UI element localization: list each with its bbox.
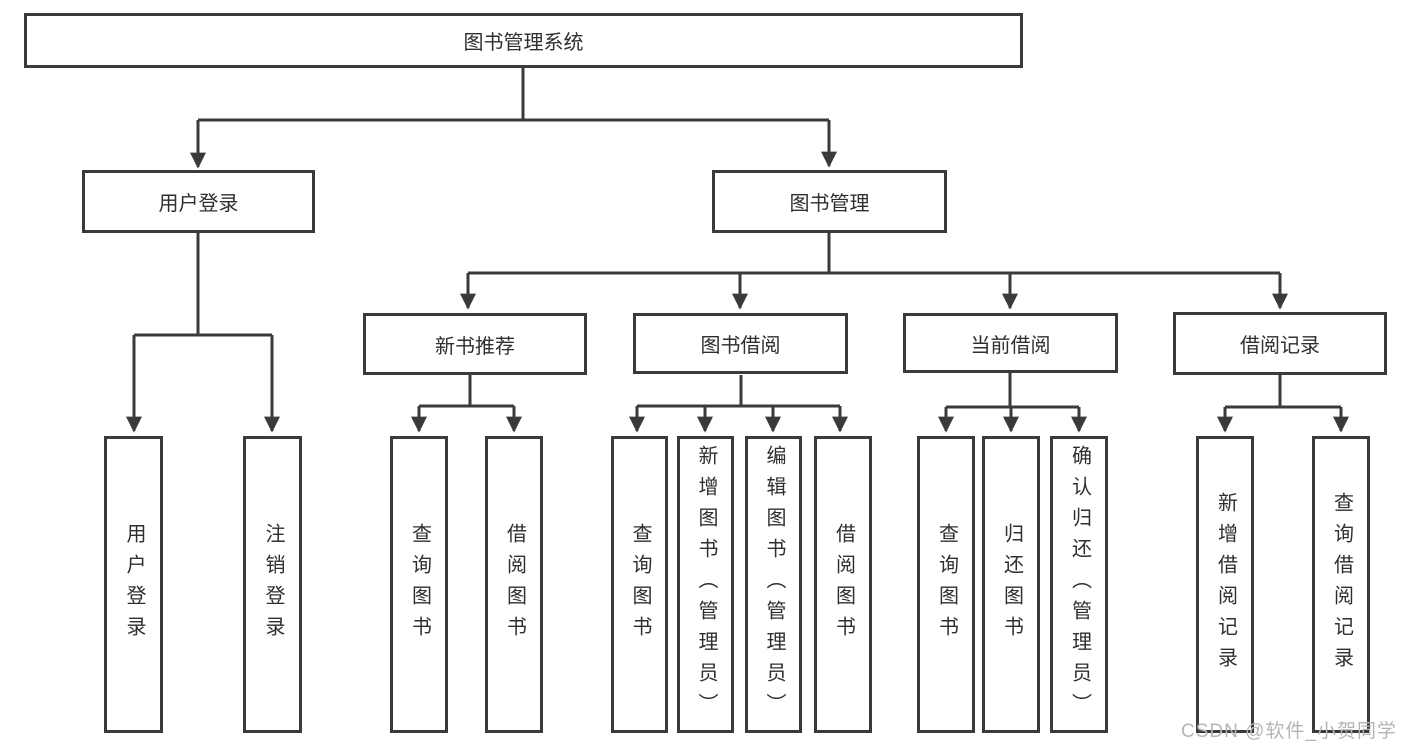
node-book-borrowing: 图书借阅 [633, 313, 848, 374]
leaf-query-books-current: 查询图书 [917, 436, 975, 733]
leaf-borrow-books-recommend: 借阅图书 [485, 436, 543, 733]
node-user-login: 用户登录 [82, 170, 315, 233]
node-borrowing-records: 借阅记录 [1173, 312, 1387, 375]
leaf-confirm-return-admin: 确认归还（管理员） [1050, 436, 1108, 733]
leaf-add-books-admin: 新增图书（管理员） [677, 436, 734, 733]
leaf-return-books: 归还图书 [982, 436, 1040, 733]
leaf-borrow-books: 借阅图书 [814, 436, 872, 733]
leaf-query-borrow-record: 查询借阅记录 [1312, 436, 1370, 733]
node-current-borrowing: 当前借阅 [903, 313, 1118, 373]
leaf-add-borrow-record: 新增借阅记录 [1196, 436, 1254, 733]
leaf-query-books-recommend: 查询图书 [390, 436, 448, 733]
csdn-watermark: CSDN @软件_小贺同学 [1181, 721, 1397, 742]
node-new-book-recommend: 新书推荐 [363, 313, 587, 375]
leaf-query-books-borrow: 查询图书 [611, 436, 668, 733]
leaf-user-login: 用户登录 [104, 436, 163, 733]
node-book-management: 图书管理 [712, 170, 947, 233]
node-library-system: 图书管理系统 [24, 13, 1023, 68]
leaf-logout: 注销登录 [243, 436, 302, 733]
leaf-edit-books-admin: 编辑图书（管理员） [745, 436, 802, 733]
